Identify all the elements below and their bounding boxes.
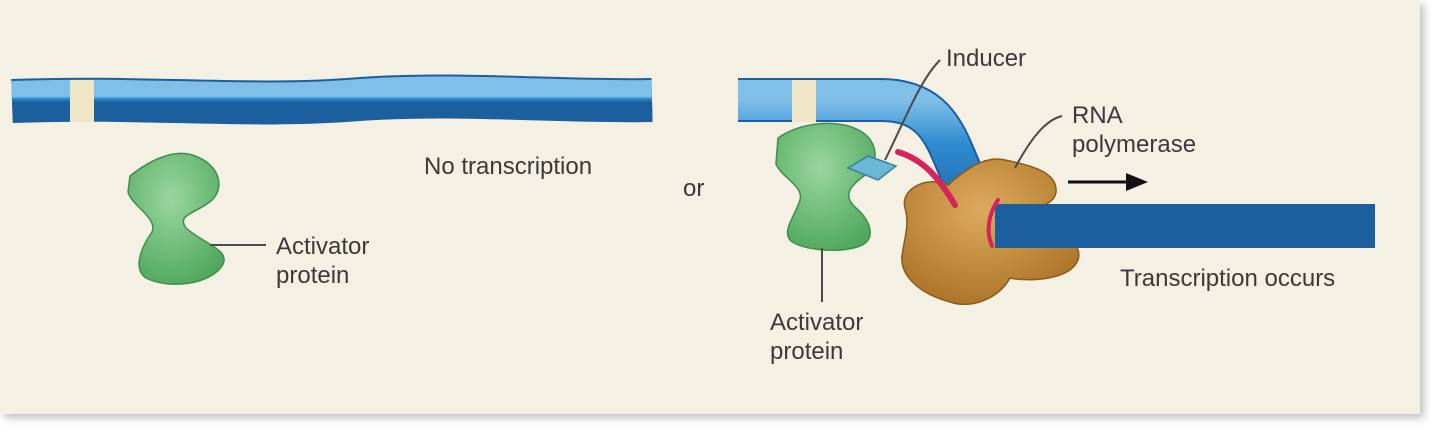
activator-protein-left-shape xyxy=(127,152,225,285)
no-transcription-label: No transcription xyxy=(424,153,593,180)
rna-strand-2 xyxy=(986,198,1000,248)
inducer-label: Inducer xyxy=(946,45,1027,72)
transcription-occurs-label: Transcription occurs xyxy=(1120,265,1336,292)
dna-strand-left xyxy=(11,74,653,125)
binding-site-band-left xyxy=(70,80,94,122)
activator-left-label-line1: Activator xyxy=(276,233,370,260)
inducer-leader xyxy=(884,59,941,161)
activator-right-label-line2: protein xyxy=(770,338,844,365)
rna-strand xyxy=(895,149,958,208)
activator-protein-right-shape xyxy=(775,122,876,251)
rna-polymerase-label-line2: polymerase xyxy=(1072,131,1197,158)
rna-polymerase-label-line1: RNA xyxy=(1072,102,1123,129)
inducer-shape xyxy=(846,155,898,181)
or-label: or xyxy=(683,175,705,202)
rna-polymerase-leader xyxy=(1014,115,1063,169)
direction-arrow-icon xyxy=(1126,173,1148,191)
binding-site-band-right xyxy=(792,80,816,122)
activator-left-label-line2: protein xyxy=(276,262,350,289)
activator-right-label-line1: Activator xyxy=(770,309,864,336)
